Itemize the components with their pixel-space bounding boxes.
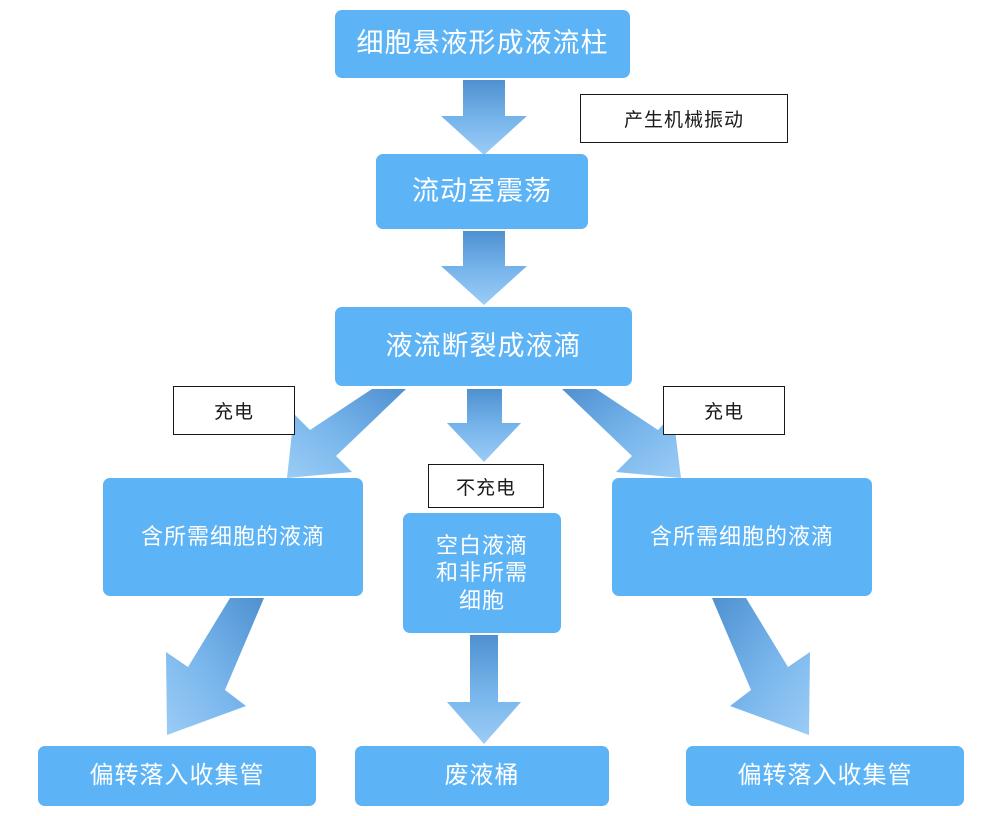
arrow-n3-to-n4 bbox=[287, 389, 406, 478]
node-label: 含所需细胞的液滴 bbox=[140, 524, 325, 550]
annotation-mechanical-vibration: 产生机械振动 bbox=[580, 94, 788, 143]
node-droplet-with-target-cells-right[interactable]: 含所需细胞的液滴 bbox=[612, 478, 872, 596]
annotation-charge-right: 充电 bbox=[663, 386, 785, 435]
node-label: 含所需细胞的液滴 bbox=[649, 524, 834, 550]
node-deflect-into-collection-tube-right[interactable]: 偏转落入收集管 bbox=[686, 746, 964, 806]
annotation-charge-left: 充电 bbox=[173, 386, 295, 435]
node-deflect-into-collection-tube-left[interactable]: 偏转落入收集管 bbox=[38, 746, 316, 806]
arrow-n3-to-n5 bbox=[447, 389, 521, 462]
annotation-no-charge: 不充电 bbox=[428, 464, 544, 508]
node-label: 液流断裂成液滴 bbox=[385, 330, 582, 361]
node-label: 细胞悬液形成液流柱 bbox=[356, 28, 609, 59]
node-label: 流动室震荡 bbox=[412, 175, 552, 206]
arrow-n5-to-n8 bbox=[447, 635, 521, 744]
node-label: 偏转落入收集管 bbox=[737, 762, 913, 789]
annotation-label: 产生机械振动 bbox=[623, 110, 744, 131]
annotation-label: 不充电 bbox=[455, 477, 516, 499]
node-flow-chamber-vibration[interactable]: 流动室震荡 bbox=[376, 154, 588, 229]
node-label: 空白液滴 和非所需 细胞 bbox=[435, 532, 528, 613]
arrow-n1-to-n2 bbox=[441, 80, 527, 155]
node-stream-breaks-into-droplets[interactable]: 液流断裂成液滴 bbox=[335, 307, 632, 386]
annotation-label: 充电 bbox=[213, 402, 254, 423]
arrow-n6-to-n9 bbox=[712, 598, 810, 735]
arrow-n4-to-n7 bbox=[166, 598, 264, 735]
node-label: 偏转落入收集管 bbox=[89, 762, 265, 789]
node-label: 废液桶 bbox=[444, 762, 520, 789]
node-waste-container[interactable]: 废液桶 bbox=[355, 746, 609, 806]
arrow-n2-to-n3 bbox=[441, 231, 527, 305]
annotation-label: 充电 bbox=[703, 402, 744, 423]
node-droplet-with-target-cells-left[interactable]: 含所需细胞的液滴 bbox=[103, 478, 363, 596]
node-cell-suspension-stream[interactable]: 细胞悬液形成液流柱 bbox=[335, 10, 630, 78]
node-empty-droplet-and-nontarget-cells[interactable]: 空白液滴 和非所需 细胞 bbox=[403, 513, 561, 633]
